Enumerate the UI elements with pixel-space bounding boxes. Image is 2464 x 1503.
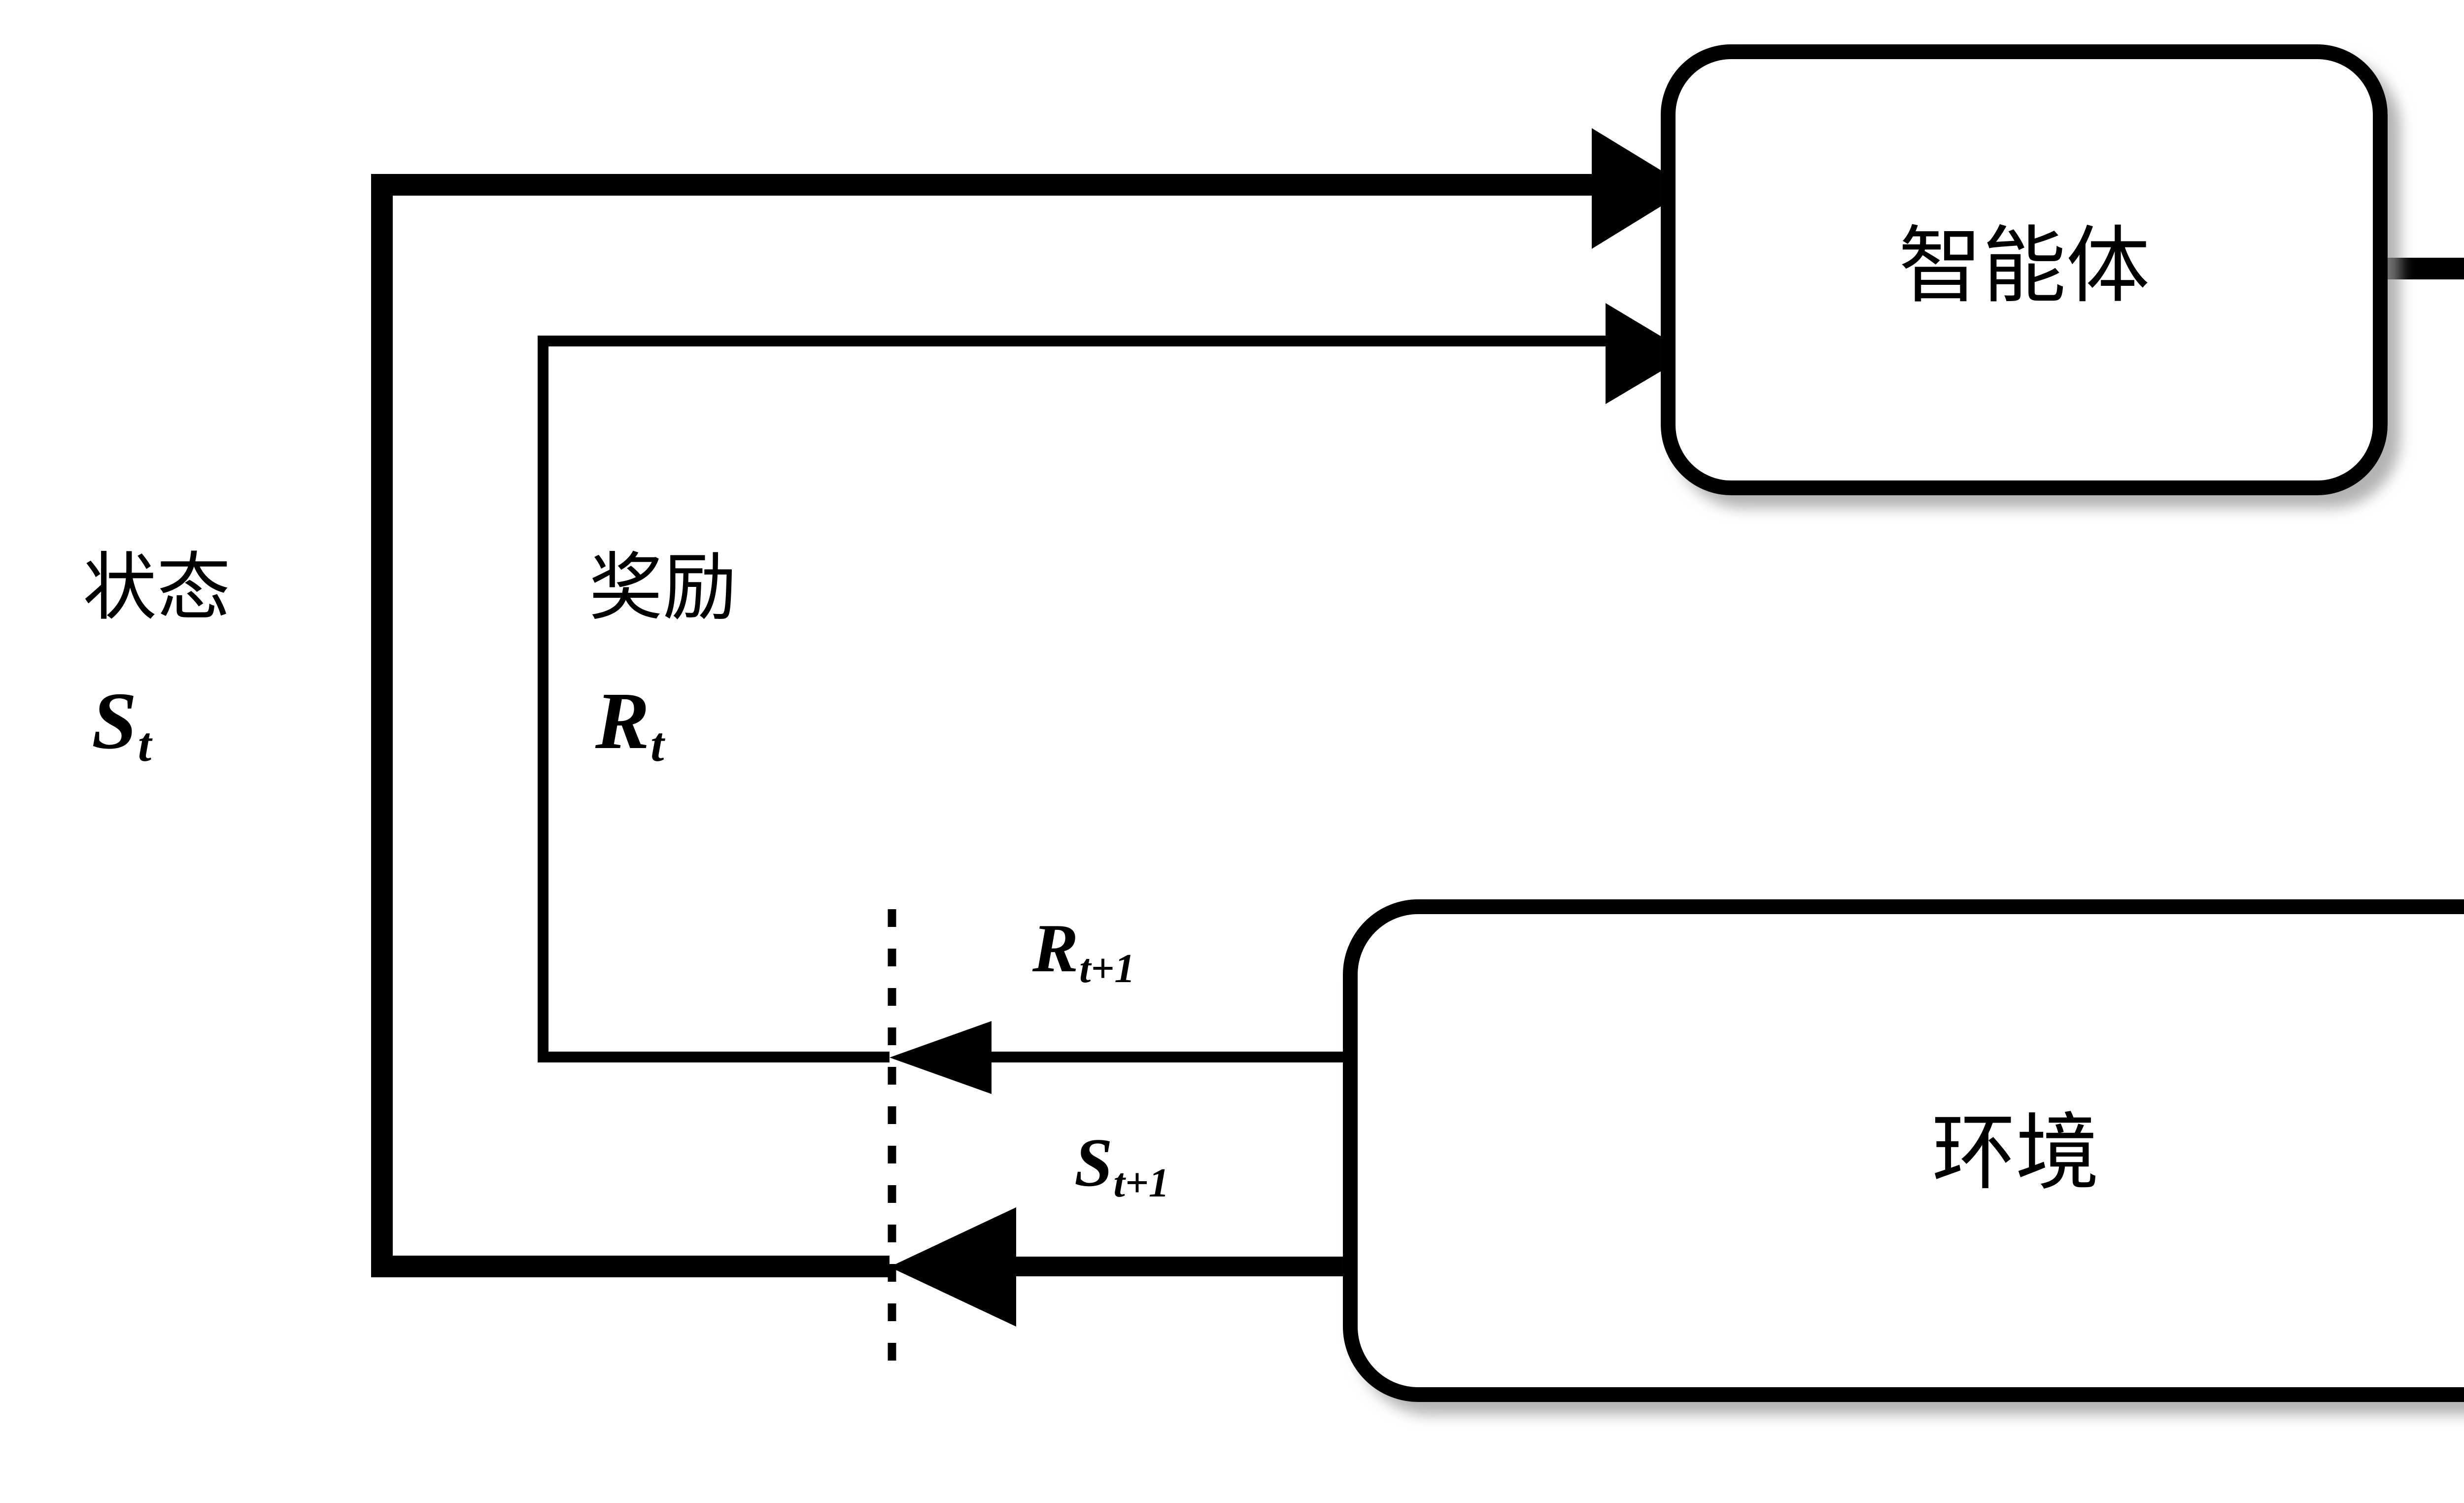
environment-box[interactable] [1343,899,2464,1402]
state-symbol-base: S [92,676,137,766]
agent-box-label: 智能体 [1898,217,2150,315]
state-symbol: St [92,680,151,769]
reward-label: 奖励 [589,545,737,631]
next-reward-symbol-subscript: t+1 [1079,945,1135,991]
next-state-arrow [890,1207,1350,1327]
next-state-symbol: St+1 [1074,1128,1169,1204]
reward-symbol-base: R [595,676,650,766]
next-reward-symbol: Rt+1 [1032,914,1135,990]
state-label: 状态 [83,545,231,631]
reward-symbol: Rt [595,680,664,769]
next-reward-arrowhead [890,1021,992,1094]
state-feedback-path [371,128,1690,1277]
next-state-arrowhead [890,1207,1016,1327]
environment-box-label: 环境 [1931,1104,2099,1202]
agent-box[interactable] [1661,44,2388,495]
reward-symbol-subscript: t [650,717,664,772]
next-reward-arrow [890,1021,1350,1094]
next-state-symbol-base: S [1074,1125,1113,1201]
reward-feedback-path [538,303,1690,1062]
reward-arrowhead-into-agent [1606,303,1690,404]
next-state-symbol-subscript: t+1 [1113,1160,1169,1206]
state-arrowhead-into-agent [1592,128,1690,249]
state-symbol-subscript: t [137,717,152,772]
next-reward-symbol-base: R [1032,910,1079,987]
